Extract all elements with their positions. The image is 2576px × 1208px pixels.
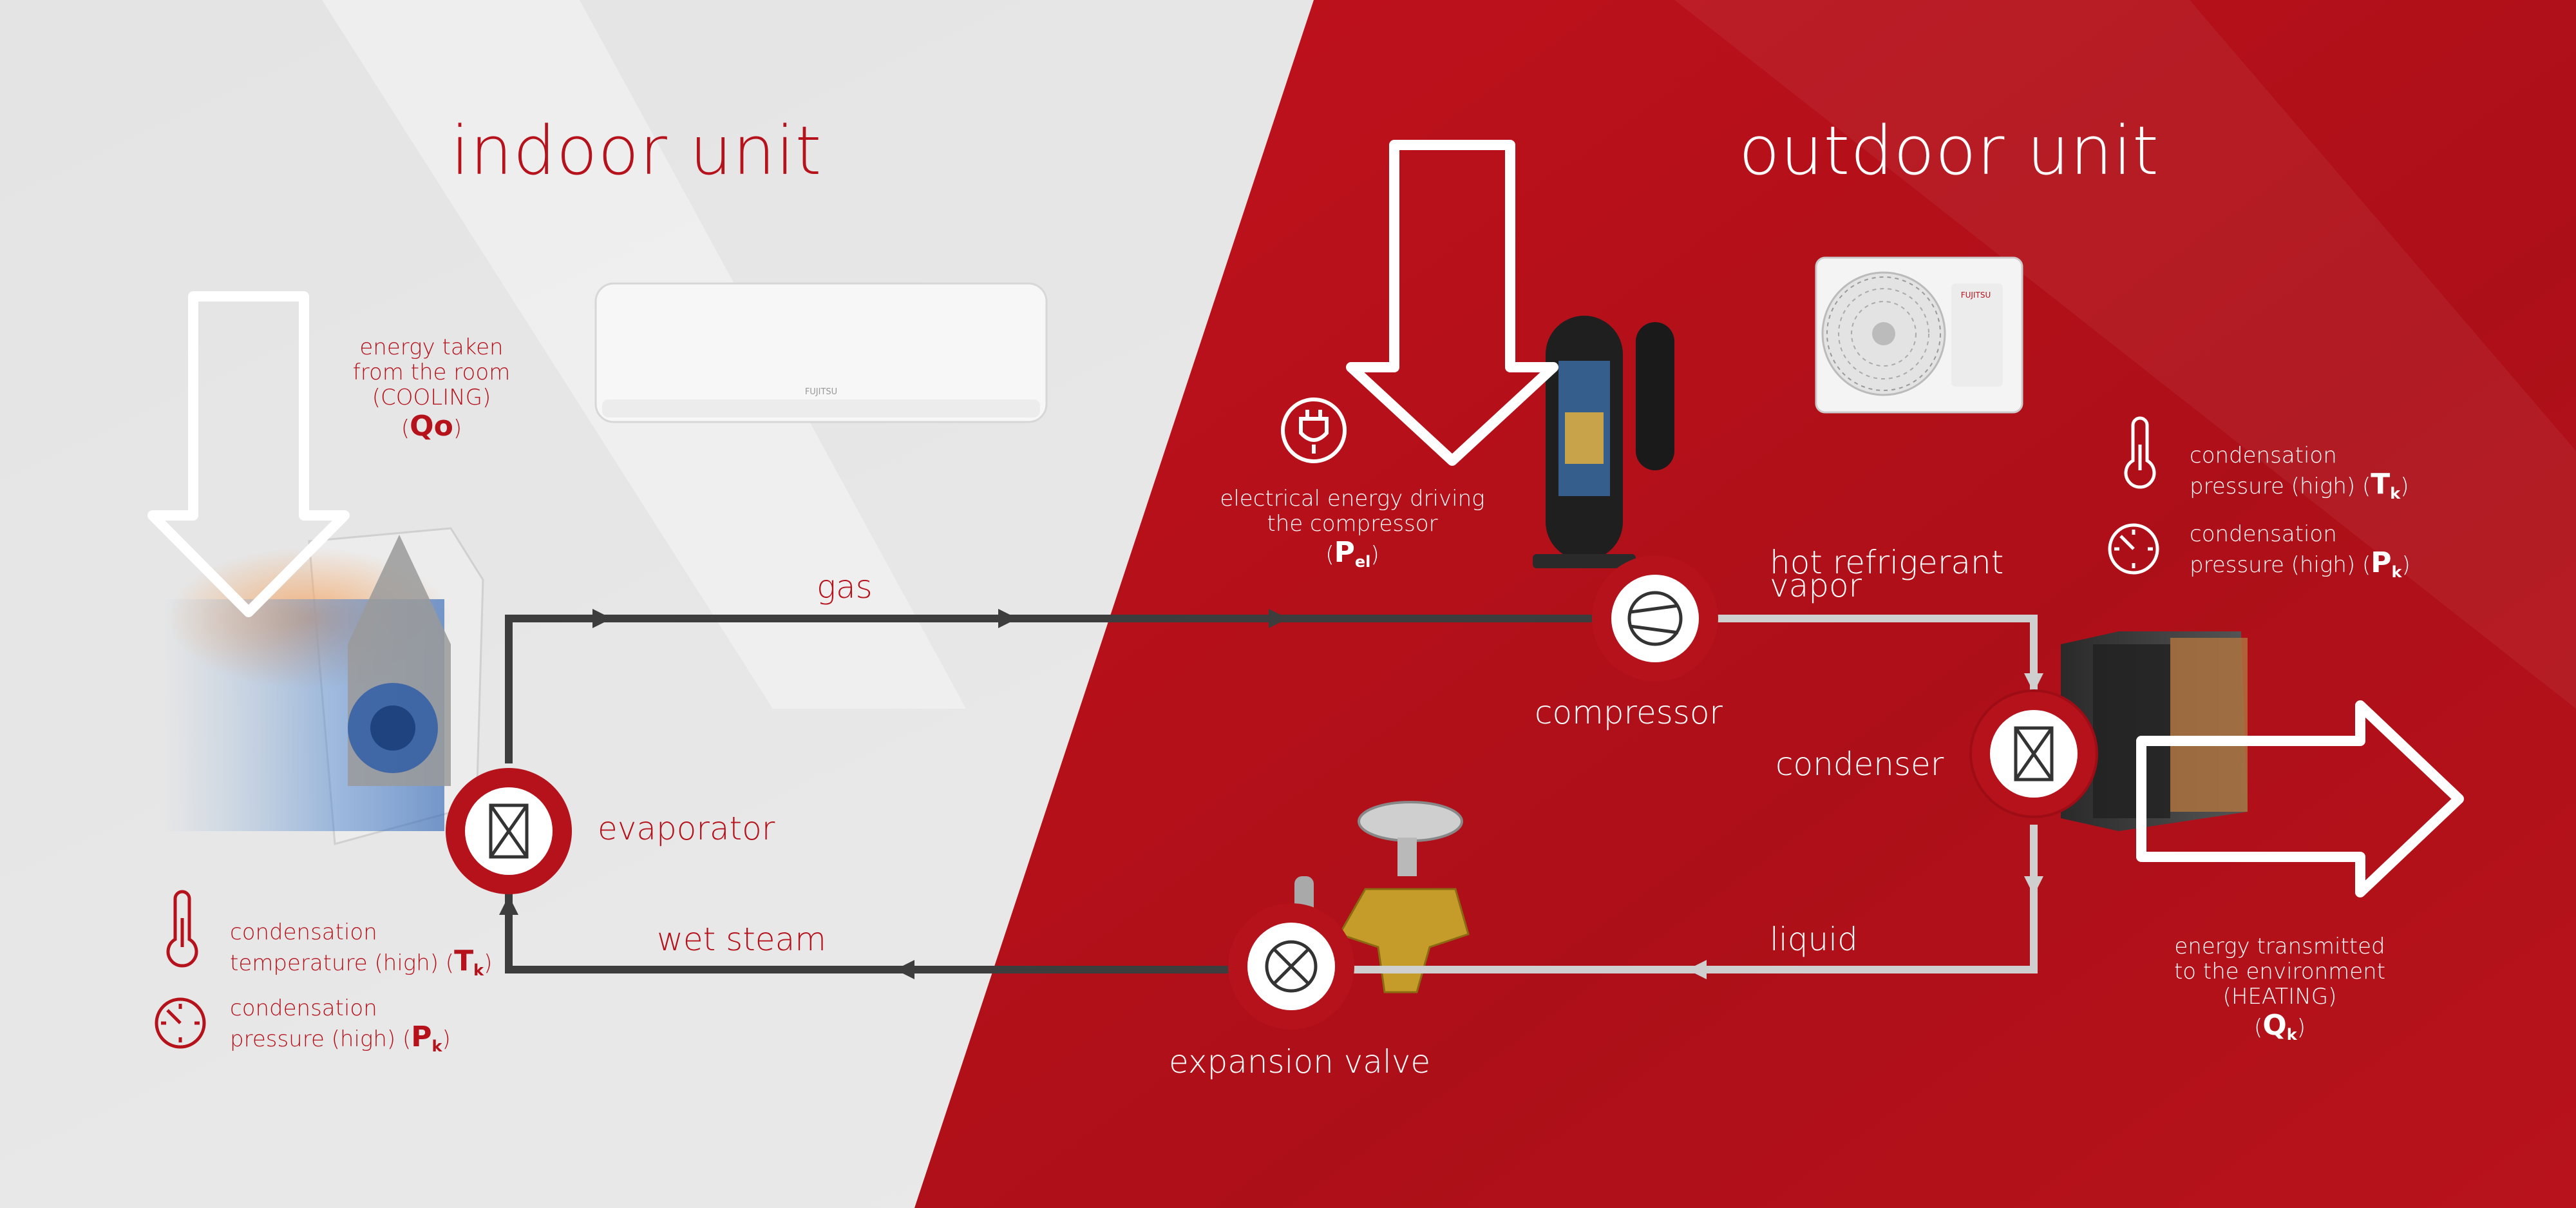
paren: ) (2401, 552, 2410, 579)
paren: ) (2297, 1015, 2306, 1041)
electrical-energy-label: electrical energy driving the compressor… (1198, 486, 1507, 571)
indoor-temp-line-1: condensation (230, 919, 377, 945)
condenser-label: condenser (1776, 745, 1944, 783)
flow-arrowhead (1269, 609, 1288, 628)
paren: ( (2254, 1015, 2263, 1041)
energy-in-arrow-indoor (147, 291, 350, 617)
outdoor-energy-line-2: to the environment (2174, 959, 2386, 985)
flow-arrowhead (2024, 673, 2043, 693)
indoor-energy-line-2: from the room (352, 360, 511, 386)
paren: ( (401, 416, 410, 442)
flow-arrowhead (499, 896, 518, 915)
indoor-pressure-line-2: pressure (high) ( (230, 1026, 412, 1053)
liquid-flow-label: liquid (1770, 921, 1858, 958)
subscript: el (1354, 553, 1371, 571)
pipe-liquid (1320, 825, 2038, 973)
subscript: k (473, 961, 484, 980)
electrical-energy-line-1: electrical energy driving (1220, 486, 1485, 512)
outdoor-pressure-label: condensation pressure (high) (Pk) (2190, 521, 2410, 582)
subscript: k (2286, 1026, 2297, 1044)
indoor-energy-line-1: energy taken (359, 334, 504, 360)
outdoor-energy-line-3: (HEATING) (2222, 984, 2337, 1010)
pressure-gauge-icon (2108, 523, 2159, 575)
indoor-pressure-label: condensation pressure (high) (Pk) (230, 995, 451, 1056)
indoor-unit-brand: FUJITSU (805, 387, 837, 397)
outdoor-pressure-line-2: pressure (high) ( (2190, 552, 2371, 579)
paren: ) (453, 416, 462, 442)
outdoor-pressure-symbol: P (2371, 546, 2392, 580)
subscript: k (2391, 563, 2402, 582)
electrical-energy-line-2: the compressor (1267, 511, 1438, 537)
subscript: k (431, 1037, 442, 1056)
indoor-temp-symbol: T (454, 944, 474, 978)
heat-exchanger-symbol-icon (489, 803, 529, 859)
electrical-energy-symbol: P (1334, 536, 1355, 570)
indoor-energy-line-3: (COOLING) (372, 385, 491, 411)
outdoor-condenser-unit: FUJITSU (1815, 256, 2023, 414)
evaporator-cutaway-illustration (161, 527, 484, 845)
condenser-coil-illustration (2061, 631, 2248, 831)
compressor-node (1592, 555, 1718, 682)
indoor-temperature-label: condensation temperature (high) (Tk) (230, 919, 493, 980)
plug-icon (1281, 398, 1347, 463)
indoor-energy-symbol: Qo (410, 410, 453, 443)
indoor-pressure-symbol: P (411, 1021, 432, 1054)
flow-arrowhead (998, 609, 1018, 628)
subscript: k (2390, 484, 2401, 503)
heat-out-arrow (2136, 700, 2464, 897)
indoor-pressure-line-1: condensation (230, 995, 377, 1021)
paren: ) (442, 1026, 451, 1053)
flow-arrowhead (895, 960, 914, 979)
hot-vapor-line-1: hot refrigerant (1770, 544, 2004, 581)
valve-symbol-icon (1265, 940, 1318, 993)
paren: ) (2400, 474, 2409, 500)
compressor-label: compressor (1535, 694, 1723, 731)
outdoor-background (914, 0, 2576, 1208)
outdoor-temp-line-2: pressure (high) ( (2190, 474, 2371, 500)
flow-arrowhead (2024, 876, 2043, 896)
paren: ( (1325, 542, 1334, 568)
paren: ) (1370, 542, 1379, 568)
expansion-valve-label: expansion valve (1169, 1043, 1431, 1080)
outdoor-unit-title: outdoor unit (1739, 111, 2159, 190)
thermometer-icon (166, 890, 198, 968)
evaporator-node (446, 768, 572, 894)
outdoor-temp-line-1: condensation (2190, 443, 2337, 468)
indoor-unit-title: indoor unit (451, 111, 822, 190)
hot-vapor-line-2: vapor (1770, 566, 1862, 604)
outdoor-energy-label: energy transmitted to the environment (H… (2151, 934, 2409, 1044)
paren: ) (484, 950, 493, 977)
evaporator-label: evaporator (598, 810, 775, 847)
outdoor-temperature-label: condensation pressure (high) (Tk) (2190, 443, 2409, 503)
heat-exchanger-symbol-icon (2014, 726, 2054, 781)
outdoor-unit-brand: FUJITSU (1961, 291, 1991, 300)
outdoor-temp-symbol: T (2371, 468, 2391, 501)
indoor-energy-label: energy taken from the room (COOLING) (Qo… (335, 334, 528, 443)
flow-arrowhead (1687, 960, 1707, 979)
outdoor-energy-symbol: Q (2262, 1009, 2287, 1042)
outdoor-energy-line-1: energy transmitted (2174, 934, 2385, 959)
wet-steam-flow-label: wet steam (657, 921, 826, 958)
pressure-gauge-icon (155, 997, 206, 1049)
electrical-energy-arrow (1346, 140, 1558, 466)
outdoor-pressure-line-1: condensation (2190, 521, 2337, 547)
refrigerant-circuit (499, 609, 2043, 979)
thermometer-icon (2124, 416, 2156, 489)
flow-arrowhead (592, 609, 612, 628)
expansion-valve-illustration (1294, 801, 1470, 993)
outdoor-background-sheen (1674, 0, 2576, 709)
expansion-valve-node (1228, 903, 1354, 1030)
gas-flow-label: gas (817, 568, 873, 606)
indoor-temp-line-2: temperature (high) ( (230, 950, 455, 977)
compressor-cutaway-illustration (1533, 316, 1674, 568)
hot-vapor-flow-label: hot refrigerant vapor (1770, 544, 2003, 604)
indoor-wall-unit: FUJITSU (594, 282, 1048, 423)
compressor-symbol-icon (1627, 591, 1683, 646)
condenser-node (1969, 689, 2098, 818)
